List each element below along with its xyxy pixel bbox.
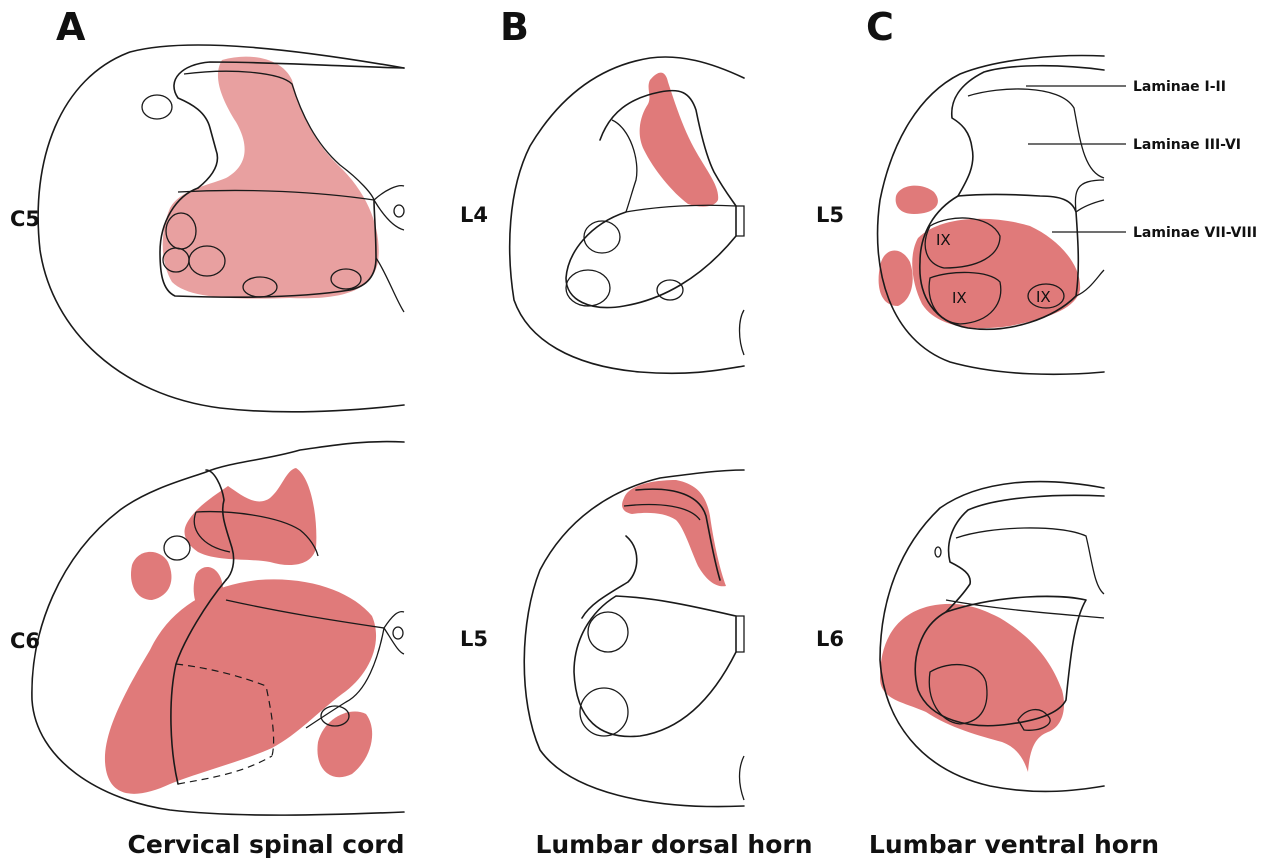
motor-pool-label-1: IX	[936, 231, 951, 249]
highlight-a-c6-lateral-1	[131, 552, 171, 600]
motor-pool-label-2: IX	[952, 289, 967, 307]
panel-a-letter: A	[56, 5, 86, 49]
section-label-c-bottom: L6	[816, 627, 844, 651]
section-a-c5: C5	[10, 45, 404, 412]
caption-panel-b: Lumbar dorsal horn	[535, 830, 812, 859]
laminae-label-2: Laminae III-VI	[1133, 137, 1241, 153]
laminae-label-3: Laminae VII-VIII	[1133, 225, 1257, 241]
highlight-a-c6-dorsal	[185, 468, 317, 565]
highlight-b-l5	[622, 480, 726, 586]
section-a-c6: C6	[10, 442, 404, 816]
section-label-b-bottom: L5	[460, 627, 488, 651]
section-label-a-top: C5	[10, 207, 40, 231]
laminae-label-1: Laminae I-II	[1133, 79, 1226, 95]
caption-panel-a: Cervical spinal cord	[128, 830, 405, 859]
section-label-a-bottom: C6	[10, 629, 40, 653]
highlight-c-l5-dorsolateral	[896, 186, 938, 214]
section-c-l6: L6	[816, 482, 1104, 792]
highlight-b-l4	[640, 73, 719, 207]
caption-panel-c: Lumbar ventral horn	[869, 830, 1159, 859]
section-label-b-top: L4	[460, 203, 488, 227]
highlight-c-l5-lateral	[879, 250, 913, 306]
highlight-a-c5	[163, 57, 379, 299]
section-c-l5: IX IX IX Laminae I-II Laminae III-VI Lam…	[816, 56, 1257, 375]
section-b-l5: L5	[460, 470, 744, 807]
motor-pool-label-3: IX	[1036, 288, 1051, 306]
highlight-a-c6-ventral-small	[317, 712, 372, 778]
panel-c-letter: C	[866, 5, 894, 49]
section-b-l4: L4	[460, 57, 744, 373]
highlight-c-l6	[880, 604, 1064, 772]
panel-b-letter: B	[500, 5, 529, 49]
section-label-c-top: L5	[816, 203, 844, 227]
